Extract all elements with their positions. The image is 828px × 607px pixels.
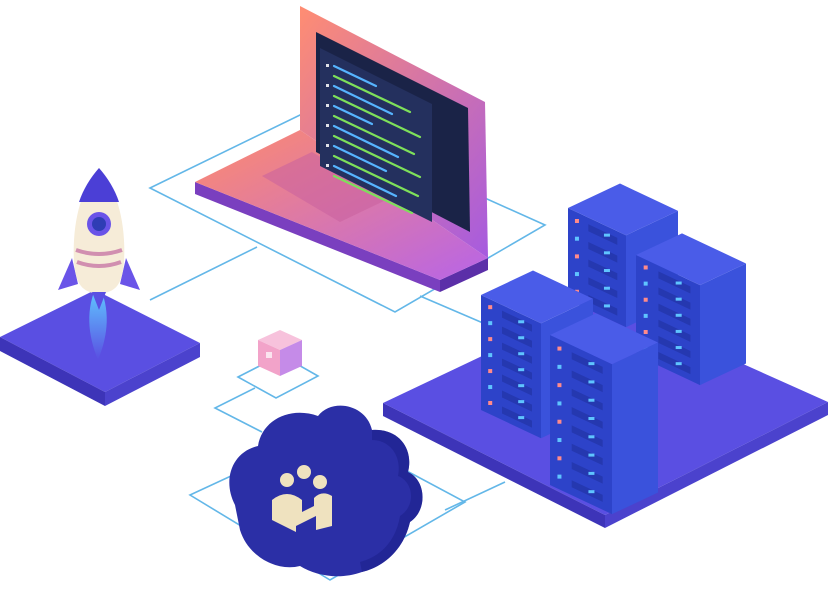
server-indicator <box>518 368 525 372</box>
server-led <box>557 474 562 479</box>
server-slot <box>658 271 691 294</box>
cube-cloud-line <box>213 387 263 433</box>
server-slot <box>502 406 532 428</box>
server-slot <box>571 425 603 448</box>
cube-icon <box>258 330 302 376</box>
server-indicator <box>588 471 595 475</box>
server-led <box>488 337 493 342</box>
code-lines <box>332 64 422 215</box>
server-indicator <box>588 490 595 494</box>
server-led <box>488 385 493 390</box>
laptop-server-line <box>419 295 484 324</box>
server-indicator <box>675 329 682 333</box>
server-slot <box>658 303 691 326</box>
server-led <box>574 254 579 259</box>
server-led <box>488 321 493 326</box>
rocket-laptop-line <box>149 246 258 301</box>
server-slot <box>658 352 691 375</box>
server-led <box>574 272 579 277</box>
server-slot <box>571 407 603 429</box>
server-indicator <box>603 251 610 255</box>
server-slot <box>588 277 618 298</box>
cloud-server-line <box>444 481 506 511</box>
server-indicator <box>518 400 525 404</box>
server-indicator <box>675 313 682 317</box>
laptop-outline-plate <box>148 114 547 313</box>
server-led <box>557 364 562 369</box>
server-indicator <box>588 398 595 402</box>
server-slot <box>571 388 603 411</box>
server-slot <box>571 352 603 374</box>
server-racks <box>481 183 746 515</box>
server-slot <box>571 443 603 466</box>
server-led <box>488 305 493 310</box>
server-led <box>574 219 579 224</box>
server-indicator <box>518 336 525 340</box>
server-slot <box>658 335 691 358</box>
server-indicator <box>675 346 682 350</box>
server-indicator <box>518 416 525 420</box>
server-indicator <box>603 286 610 290</box>
server-led <box>488 369 493 374</box>
server-indicator <box>588 435 595 439</box>
server-led <box>643 265 648 270</box>
server-rack-icon <box>550 313 658 515</box>
server-indicator <box>675 297 682 301</box>
laptop-icon <box>195 6 488 292</box>
server-indicator <box>588 417 595 421</box>
server-slot <box>588 295 618 316</box>
server-indicator <box>603 304 610 308</box>
server-led <box>557 456 562 461</box>
server-led <box>557 419 562 424</box>
team-icon <box>272 465 332 532</box>
server-indicator <box>518 352 525 356</box>
server-led <box>557 438 562 443</box>
server-slot <box>658 319 691 342</box>
cloud-icon <box>229 405 423 577</box>
server-indicator <box>603 233 610 237</box>
server-indicator <box>588 453 595 457</box>
server-indicator <box>675 362 682 366</box>
server-slot <box>502 326 532 348</box>
server-led <box>557 346 562 351</box>
server-slot <box>571 480 603 502</box>
server-slot <box>502 342 532 364</box>
server-led <box>488 401 493 406</box>
server-led <box>574 236 579 241</box>
server-slot <box>502 358 532 380</box>
server-indicator <box>518 320 525 324</box>
server-slot <box>502 390 532 412</box>
server-slot <box>588 241 618 263</box>
server-slot <box>571 462 603 484</box>
server-indicator <box>588 380 595 384</box>
server-led <box>643 297 648 302</box>
server-led <box>643 329 648 334</box>
server-slot <box>588 259 618 281</box>
server-indicator <box>603 269 610 273</box>
server-indicator <box>675 281 682 285</box>
server-led <box>488 353 493 358</box>
rocket-icon <box>58 168 140 360</box>
server-slot <box>571 370 603 393</box>
server-indicator <box>518 384 525 388</box>
server-led <box>557 383 562 388</box>
server-slot <box>588 224 618 245</box>
server-led <box>643 281 648 286</box>
server-indicator <box>588 362 595 366</box>
server-slot <box>658 287 691 310</box>
server-led <box>643 313 648 318</box>
server-slot <box>502 310 532 332</box>
server-led <box>557 401 562 406</box>
server-slot <box>502 374 532 396</box>
